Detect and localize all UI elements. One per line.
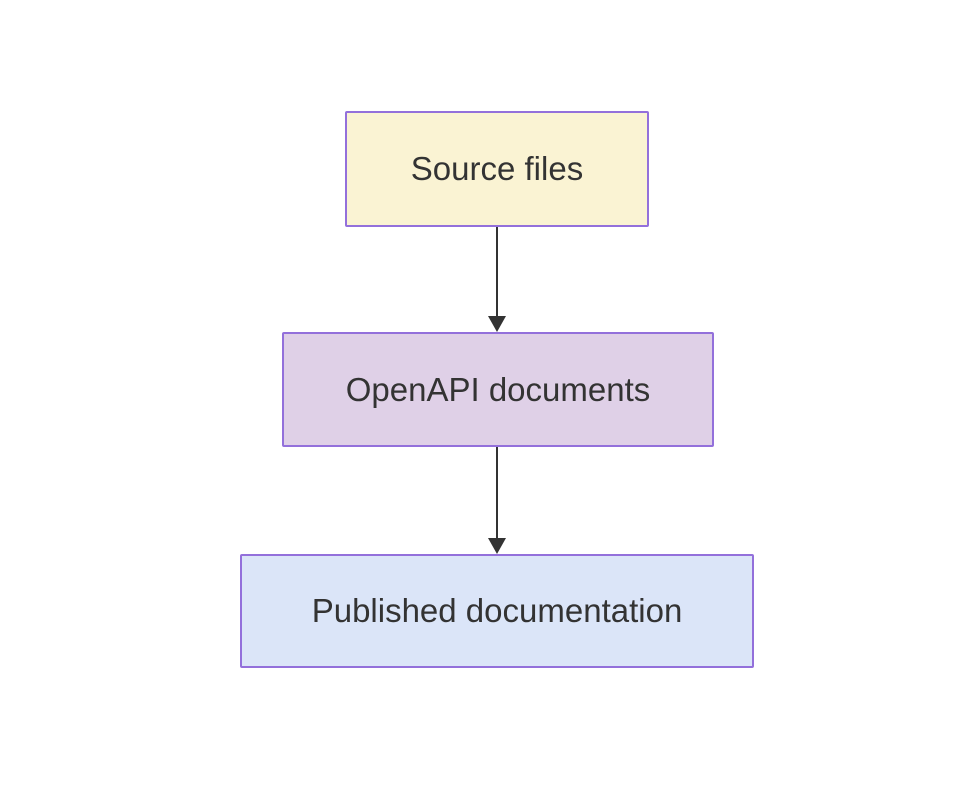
node-openapi-documents-label: OpenAPI documents [345,370,651,408]
node-source-files: Source files [345,111,649,227]
node-source-files-label: Source files [410,150,584,187]
arrowhead-icon [488,316,506,332]
arrow-source-to-openapi [488,227,506,332]
node-published-documentation-label: Published documentation [311,592,683,629]
arrowhead-icon [488,538,506,554]
node-published-documentation: Published documentation [240,554,754,668]
node-openapi-documents: OpenAPI documents [282,332,714,447]
arrow-openapi-to-published [488,447,506,554]
